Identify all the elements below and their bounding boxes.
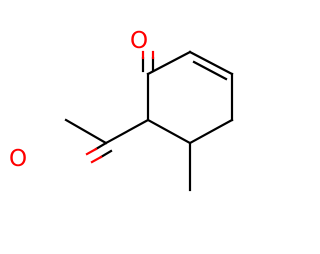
acetyl-methyl-bond	[64, 118, 108, 145]
acetyl-carbonyl-bond-1-o	[85, 147, 98, 156]
molecule-drawing: O O	[9, 28, 234, 192]
ring-bond-c2-c3	[188, 50, 234, 76]
ketone-oxygen-label: O	[130, 28, 148, 54]
acetyl-carbonyl-bond-1	[94, 141, 108, 151]
acetyl-oxygen-label: O	[9, 146, 27, 172]
acetyl-carbonyl-bond-2-o	[90, 155, 103, 164]
ring-bond-c2-c3-inner	[192, 60, 228, 81]
acetyl-carbonyl-bond-2	[99, 149, 113, 159]
structure-canvas: O O	[8, 28, 234, 192]
acetyl-bond	[104, 118, 150, 145]
ring-bond-c5-c6	[146, 118, 192, 145]
ring-bond-c1-c2	[146, 50, 192, 76]
ring-bond-c4-c5	[188, 118, 234, 145]
